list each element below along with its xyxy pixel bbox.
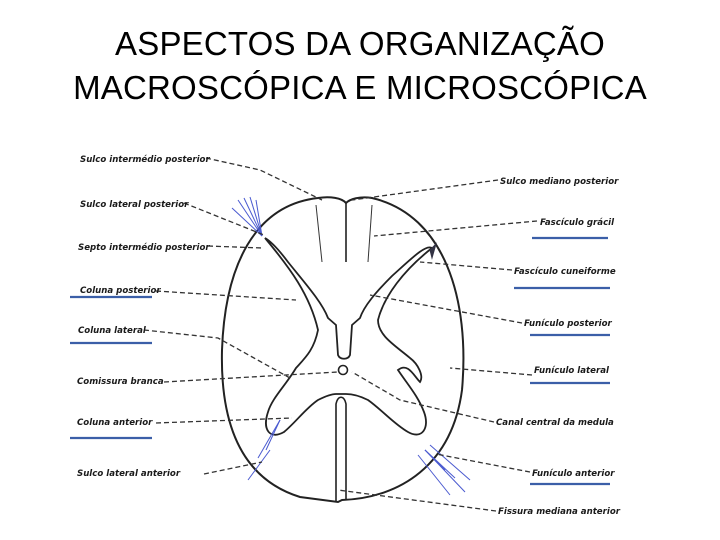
right-leader-lines xyxy=(337,179,538,512)
label-sulco-lateral-anterior: Sulco lateral anterior xyxy=(77,469,181,479)
label-fissura-mediana-anterior: Fissura mediana anterior xyxy=(498,507,621,517)
left-leader-lines xyxy=(143,157,339,475)
label-fasciculo-cuneiforme: Fascículo cuneiforme xyxy=(514,267,616,277)
label-funiculo-anterior: Funículo anterior xyxy=(532,469,615,479)
label-coluna-lateral: Coluna lateral xyxy=(78,326,147,336)
label-sulco-mediano-posterior: Sulco mediano posterior xyxy=(500,177,619,187)
anterior-median-fissure xyxy=(335,396,347,502)
anterior-root-right xyxy=(417,444,471,496)
title-line-2: MACROSCÓPICA E MICROSCÓPICA xyxy=(73,69,647,106)
label-sulco-lateral-posterior: Sulco lateral posterior xyxy=(80,200,189,210)
title-line-1: ASPECTOS DA ORGANIZAÇÃO xyxy=(115,25,605,62)
posterior-root-left xyxy=(231,196,263,237)
spinal-cord-outline xyxy=(220,196,465,504)
grey-matter xyxy=(264,237,434,436)
label-coluna-posterior: Coluna posterior xyxy=(80,286,161,296)
central-canal xyxy=(337,364,349,376)
label-comissura-branca: Comissura branca xyxy=(77,377,164,387)
label-septo-intermedio-posterior: Septo intermédio posterior xyxy=(78,242,210,253)
label-canal-central-da-medula: Canal central da medula xyxy=(496,418,614,428)
blue-underlines xyxy=(70,236,610,486)
label-funiculo-posterior: Funículo posterior xyxy=(524,319,612,329)
posterior-intermediate-septum-left xyxy=(315,204,323,263)
slide-title: ASPECTOS DA ORGANIZAÇÃO MACROSCÓPICA E M… xyxy=(0,22,720,110)
label-sulco-intermedio-posterior: Sulco intermédio posterior xyxy=(80,154,210,165)
anterior-root-left xyxy=(247,419,281,481)
posterior-root-right xyxy=(429,242,438,260)
label-fasciculo-gracil: Fascículo grácil xyxy=(540,218,615,228)
label-coluna-anterior: Coluna anterior xyxy=(77,418,153,428)
label-funiculo-lateral: Funículo lateral xyxy=(534,366,610,376)
posterior-intermediate-septum-right xyxy=(367,204,373,263)
